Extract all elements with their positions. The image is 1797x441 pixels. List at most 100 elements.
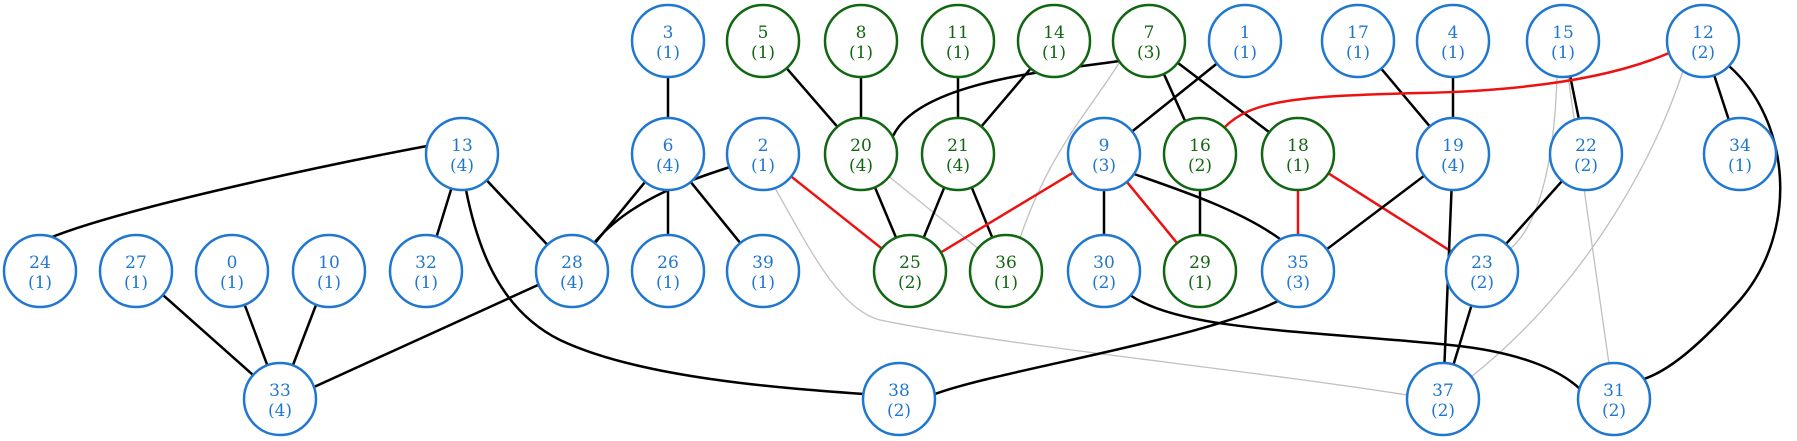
node-circle bbox=[725, 233, 801, 309]
node-count-label: (2) bbox=[898, 273, 922, 293]
node-8: 8(1) bbox=[823, 3, 899, 79]
node-count-label: (2) bbox=[887, 401, 911, 421]
edge-22-23 bbox=[1504, 180, 1564, 245]
node-id-label: 9 bbox=[1099, 136, 1110, 156]
edge-19-35 bbox=[1325, 174, 1426, 251]
node-id-label: 15 bbox=[1552, 23, 1574, 43]
node-id-label: 31 bbox=[1603, 381, 1625, 401]
node-id-label: 0 bbox=[227, 253, 238, 273]
node-circle bbox=[194, 233, 270, 309]
node-circle bbox=[630, 3, 706, 79]
node-count-label: (3) bbox=[1092, 156, 1116, 176]
edge-6-39 bbox=[689, 181, 742, 244]
edge-5-20 bbox=[785, 67, 839, 128]
node-circle bbox=[1111, 3, 1187, 79]
node-circle bbox=[823, 3, 899, 79]
edge-layer bbox=[51, 51, 1782, 396]
node-id-label: 13 bbox=[451, 136, 473, 156]
node-circle bbox=[388, 233, 464, 309]
node-count-label: (1) bbox=[1188, 273, 1212, 293]
node-count-label: (4) bbox=[268, 401, 292, 421]
node-count-label: (4) bbox=[450, 156, 474, 176]
node-circle bbox=[1415, 3, 1491, 79]
node-count-label: (1) bbox=[220, 273, 244, 293]
node-count-label: (2) bbox=[1691, 43, 1715, 63]
node-27: 27(1) bbox=[98, 233, 174, 309]
node-id-label: 16 bbox=[1189, 136, 1211, 156]
node-1: 1(1) bbox=[1207, 3, 1283, 79]
edge-2-37 bbox=[774, 187, 1408, 396]
node-id-label: 4 bbox=[1448, 23, 1459, 43]
node-count-label: (1) bbox=[751, 156, 775, 176]
node-count-label: (2) bbox=[1092, 273, 1116, 293]
node-26: 26(1) bbox=[630, 233, 706, 309]
node-7: 7(3) bbox=[1111, 3, 1187, 79]
edge-23-37 bbox=[1452, 305, 1473, 365]
node-13: 13(4) bbox=[424, 116, 500, 192]
node-18: 18(1) bbox=[1260, 116, 1336, 192]
node-circle bbox=[534, 233, 610, 309]
edge-9-35 bbox=[1133, 172, 1281, 241]
node-id-label: 36 bbox=[995, 253, 1017, 273]
node-id-label: 25 bbox=[899, 253, 921, 273]
node-count-label: (2) bbox=[1188, 156, 1212, 176]
node-count-label: (1) bbox=[1441, 43, 1465, 63]
node-38: 38(2) bbox=[861, 361, 937, 437]
edge-13-28 bbox=[485, 179, 549, 246]
edge-28-33 bbox=[313, 283, 539, 389]
node-count-label: (1) bbox=[1042, 43, 1066, 63]
node-39: 39(1) bbox=[725, 233, 801, 309]
edge-15-23 bbox=[1509, 76, 1558, 250]
node-circle bbox=[823, 116, 899, 192]
node-30: 30(2) bbox=[1066, 233, 1142, 309]
node-id-label: 35 bbox=[1287, 253, 1309, 273]
node-circle bbox=[1162, 233, 1238, 309]
node-24: 24(1) bbox=[2, 233, 78, 309]
node-circle bbox=[291, 233, 367, 309]
node-4: 4(1) bbox=[1415, 3, 1491, 79]
node-37: 37(2) bbox=[1405, 361, 1481, 437]
edge-18-23 bbox=[1327, 172, 1453, 253]
node-circle bbox=[1548, 116, 1624, 192]
node-count-label: (1) bbox=[1286, 156, 1310, 176]
node-id-label: 20 bbox=[850, 136, 872, 156]
node-circle bbox=[1405, 361, 1481, 437]
node-circle bbox=[1260, 116, 1336, 192]
edge-21-25 bbox=[922, 186, 946, 239]
edge-13-24 bbox=[51, 144, 428, 239]
node-id-label: 17 bbox=[1347, 23, 1369, 43]
node-layer: 3(1)5(1)8(1)11(1)14(1)7(3)1(1)17(1)4(1)1… bbox=[2, 3, 1778, 437]
node-count-label: (1) bbox=[751, 43, 775, 63]
node-count-label: (1) bbox=[28, 273, 52, 293]
node-id-label: 22 bbox=[1575, 136, 1597, 156]
node-28: 28(4) bbox=[534, 233, 610, 309]
node-21: 21(4) bbox=[920, 116, 996, 192]
node-count-label: (1) bbox=[124, 273, 148, 293]
node-count-label: (4) bbox=[560, 273, 584, 293]
edge-7-20 bbox=[891, 59, 1120, 137]
node-count-label: (3) bbox=[1137, 43, 1161, 63]
edge-9-29 bbox=[1125, 181, 1179, 244]
node-circle bbox=[1207, 3, 1283, 79]
node-14: 14(1) bbox=[1016, 3, 1092, 79]
node-circle bbox=[424, 116, 500, 192]
edge-7-36 bbox=[1019, 62, 1120, 239]
node-6: 6(4) bbox=[630, 116, 706, 192]
node-count-label: (4) bbox=[656, 156, 680, 176]
node-count-label: (1) bbox=[1551, 43, 1575, 63]
node-id-label: 1 bbox=[1240, 23, 1251, 43]
node-count-label: (1) bbox=[656, 43, 680, 63]
node-count-label: (3) bbox=[1286, 273, 1310, 293]
node-id-label: 27 bbox=[125, 253, 147, 273]
node-circle bbox=[630, 116, 706, 192]
node-id-label: 2 bbox=[758, 136, 769, 156]
node-circle bbox=[861, 361, 937, 437]
node-count-label: (1) bbox=[414, 273, 438, 293]
node-circle bbox=[1576, 361, 1652, 437]
node-3: 3(1) bbox=[630, 3, 706, 79]
edge-2-25 bbox=[790, 175, 883, 250]
node-count-label: (4) bbox=[849, 156, 873, 176]
node-id-label: 19 bbox=[1442, 136, 1464, 156]
node-id-label: 18 bbox=[1287, 136, 1309, 156]
